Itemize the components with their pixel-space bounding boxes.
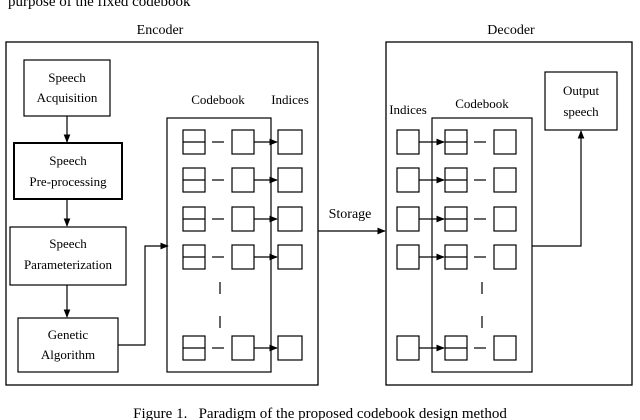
encoder-step-acquisition: Speech Acquisition — [23, 59, 111, 117]
decoder-codebook-label: Codebook — [455, 96, 509, 111]
encoder-step-parameterization: Speech Parameterization — [9, 226, 127, 286]
decoder-row — [396, 206, 517, 232]
step-label-line2: Algorithm — [41, 347, 95, 362]
decoder-row — [396, 335, 517, 361]
encoder-codebook-box — [166, 117, 272, 373]
index-box — [277, 167, 303, 193]
step-box — [9, 226, 127, 286]
arrow-ga-to-codebook — [118, 242, 169, 346]
codebook-row — [182, 335, 303, 361]
codevector-right — [231, 335, 255, 361]
codevector-right — [231, 206, 255, 232]
index-box — [396, 206, 420, 232]
codebook-row — [182, 129, 303, 155]
encoder-title: Encoder — [137, 23, 184, 38]
index-box — [396, 129, 420, 155]
encoder-panel — [5, 41, 319, 386]
figure-caption: Figure 1. Paradigm of the proposed codeb… — [133, 406, 507, 420]
decoder-output-speech: Output speech — [544, 71, 618, 131]
step-label-line2: Pre-processing — [29, 174, 107, 189]
encoder-step-preprocessing: Speech Pre-processing — [13, 142, 123, 200]
codebook-row — [182, 206, 303, 232]
index-box — [396, 167, 420, 193]
codevector-right — [231, 244, 255, 270]
decoder-codebook-box — [431, 117, 533, 373]
step-label-line2: Parameterization — [24, 257, 113, 272]
step-box — [13, 142, 123, 200]
storage-label: Storage — [329, 207, 372, 222]
codevector-right — [231, 167, 255, 193]
index-box — [277, 335, 303, 361]
encoder-codebook-label: Codebook — [191, 92, 245, 107]
codebook-row — [182, 167, 303, 193]
index-box — [396, 335, 420, 361]
step-label-line1: Speech — [49, 153, 87, 168]
decoder-row — [396, 167, 517, 193]
step-label-line1: Speech — [48, 70, 86, 85]
codevector-right — [231, 129, 255, 155]
decoder-title: Decoder — [487, 23, 535, 38]
output-box — [544, 71, 618, 131]
codevector-right — [493, 244, 517, 270]
index-box — [277, 206, 303, 232]
decoder-panel — [385, 41, 633, 386]
output-label-line2: speech — [563, 104, 599, 119]
arrow-codebook-to-output — [532, 130, 585, 247]
decoder-row — [396, 244, 517, 270]
codevector-right — [493, 206, 517, 232]
step-label-line1: Speech — [49, 236, 87, 251]
codevector-right — [493, 167, 517, 193]
codevector-right — [493, 129, 517, 155]
index-box — [396, 244, 420, 270]
step-label-line2: Acquisition — [37, 90, 98, 105]
index-box — [277, 244, 303, 270]
decoder-codebook-entries — [396, 129, 517, 361]
top-partial-text: purpose of the fixed codebook — [8, 0, 191, 10]
output-label-line1: Output — [563, 83, 600, 98]
encoder-step-genetic: Genetic Algorithm — [17, 317, 119, 373]
decoder-row — [396, 129, 517, 155]
encoder-indices-label: Indices — [271, 92, 309, 107]
decoder-indices-label: Indices — [389, 102, 427, 117]
step-label-line1: Genetic — [48, 327, 89, 342]
encoder-codebook-entries — [182, 129, 303, 361]
codebook-row — [182, 244, 303, 270]
index-box — [277, 129, 303, 155]
step-box — [23, 59, 111, 117]
codevector-right — [493, 335, 517, 361]
